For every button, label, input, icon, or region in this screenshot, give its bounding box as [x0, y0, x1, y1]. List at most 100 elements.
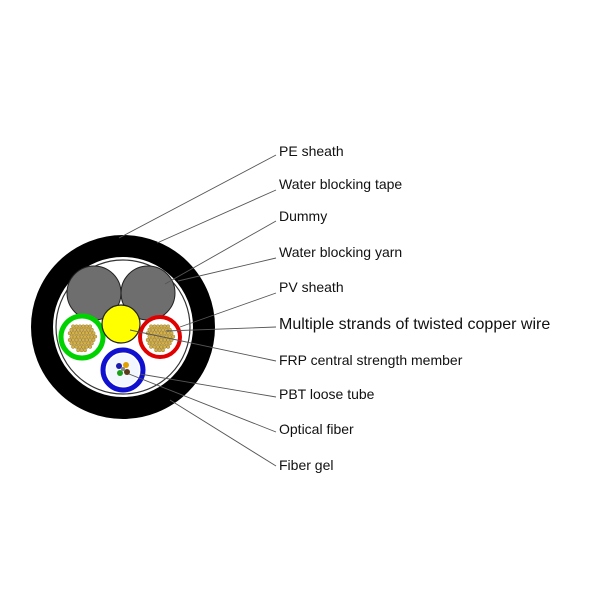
- copper-strand: [84, 324, 89, 329]
- copper-strand: [76, 327, 81, 332]
- copper-strand: [147, 327, 152, 332]
- label-copper-wire: Multiple strands of twisted copper wire: [279, 316, 550, 333]
- label-optical-fiber: Optical fiber: [279, 421, 354, 437]
- copper-strand: [159, 344, 164, 349]
- copper-strand: [89, 327, 94, 332]
- copper-strand: [84, 331, 89, 336]
- copper-strand: [93, 334, 98, 339]
- copper-strand: [154, 341, 159, 346]
- copper-strand: [164, 341, 169, 346]
- cable-cross-section: [31, 235, 215, 419]
- leader-copper-wire: [165, 326, 277, 332]
- copper-strand: [84, 344, 89, 349]
- frp-central-strength-member: [101, 304, 141, 344]
- leader-lines: [118, 154, 277, 467]
- copper-strand: [147, 334, 152, 339]
- copper-strand: [71, 344, 76, 349]
- copper-strand: [157, 341, 162, 346]
- label-pbt-tube: PBT loose tube: [279, 386, 375, 402]
- copper-strand: [91, 331, 96, 336]
- copper-strand: [149, 324, 154, 329]
- pe-sheath-ring: [31, 235, 215, 419]
- copper-strand: [74, 324, 79, 329]
- copper-strand: [86, 334, 91, 339]
- copper-strand: [79, 341, 84, 346]
- leader-water-blocking-yarn: [177, 257, 277, 282]
- label-water-blocking-yarn: Water blocking yarn: [279, 244, 402, 260]
- copper-strand: [147, 341, 152, 346]
- optical-fiber-3: [117, 370, 123, 376]
- leader-pv-sheath: [179, 292, 277, 328]
- copper-strand: [79, 348, 84, 353]
- copper-strand: [83, 334, 87, 339]
- leader-optical-fiber: [128, 373, 277, 433]
- copper-strand: [152, 338, 157, 342]
- copper-strand-bundle-green: [67, 324, 98, 353]
- copper-strand: [74, 338, 79, 342]
- leader-water-blocking-tape: [156, 189, 277, 244]
- copper-strand: [166, 338, 171, 342]
- label-dummy: Dummy: [279, 208, 327, 224]
- labels: PE sheath Water blocking tape Dummy Wate…: [279, 143, 550, 473]
- copper-strand: [69, 341, 74, 346]
- label-water-blocking-tape: Water blocking tape: [279, 176, 402, 192]
- copper-strand: [81, 338, 86, 342]
- label-fiber-gel: Fiber gel: [279, 457, 333, 473]
- copper-strand: [79, 334, 84, 339]
- copper-strand: [76, 341, 81, 346]
- copper-strand: [167, 341, 172, 346]
- copper-strand: [154, 327, 159, 332]
- copper-strand: [152, 331, 157, 336]
- copper-strand: [88, 344, 93, 349]
- leader-pe-sheath: [118, 154, 277, 239]
- label-frp-member: FRP central strength member: [279, 352, 463, 368]
- copper-strand: [162, 331, 167, 336]
- copper-strand: [159, 324, 164, 329]
- leader-fiber-gel: [169, 399, 277, 467]
- copper-strand: [161, 327, 165, 332]
- leader-pbt-tube: [139, 373, 277, 398]
- copper-strand: [83, 348, 87, 353]
- copper-strand: [69, 334, 74, 339]
- copper-strand: [169, 331, 174, 336]
- label-pv-sheath: PV sheath: [279, 279, 344, 295]
- copper-strand: [76, 348, 81, 353]
- copper-strand: [71, 324, 76, 329]
- copper-strand: [78, 331, 82, 336]
- copper-strand: [157, 327, 162, 332]
- copper-strand: [71, 338, 76, 342]
- copper-strand: [155, 344, 160, 349]
- copper-strand: [71, 331, 76, 336]
- copper-strand: [155, 324, 160, 329]
- copper-strand: [152, 324, 157, 329]
- copper-strand: [149, 344, 154, 349]
- copper-strand: [74, 331, 79, 336]
- copper-strand: [166, 324, 171, 329]
- copper-strand: [162, 344, 167, 349]
- copper-strand: [152, 344, 157, 349]
- copper-strand: [150, 327, 155, 332]
- copper-strand: [159, 338, 164, 342]
- copper-strand: [171, 334, 176, 339]
- leader-dummy: [164, 220, 277, 285]
- copper-strand: [86, 341, 91, 346]
- leader-frp-member: [129, 329, 277, 362]
- copper-strand: [149, 338, 154, 342]
- optical-fiber-1: [116, 363, 122, 369]
- copper-strand: [78, 324, 82, 329]
- copper-strand: [162, 324, 167, 329]
- copper-strand: [78, 344, 82, 349]
- copper-strand: [81, 331, 86, 336]
- copper-strand: [86, 327, 91, 332]
- copper-strand: [78, 338, 82, 342]
- copper-strand: [67, 338, 72, 342]
- copper-strand: [81, 344, 86, 349]
- copper-strand: [72, 334, 77, 339]
- copper-strand: [84, 338, 89, 342]
- copper-strand: [145, 338, 150, 342]
- copper-strand: [67, 331, 72, 336]
- copper-strand: [79, 327, 84, 332]
- copper-strand: [88, 331, 93, 336]
